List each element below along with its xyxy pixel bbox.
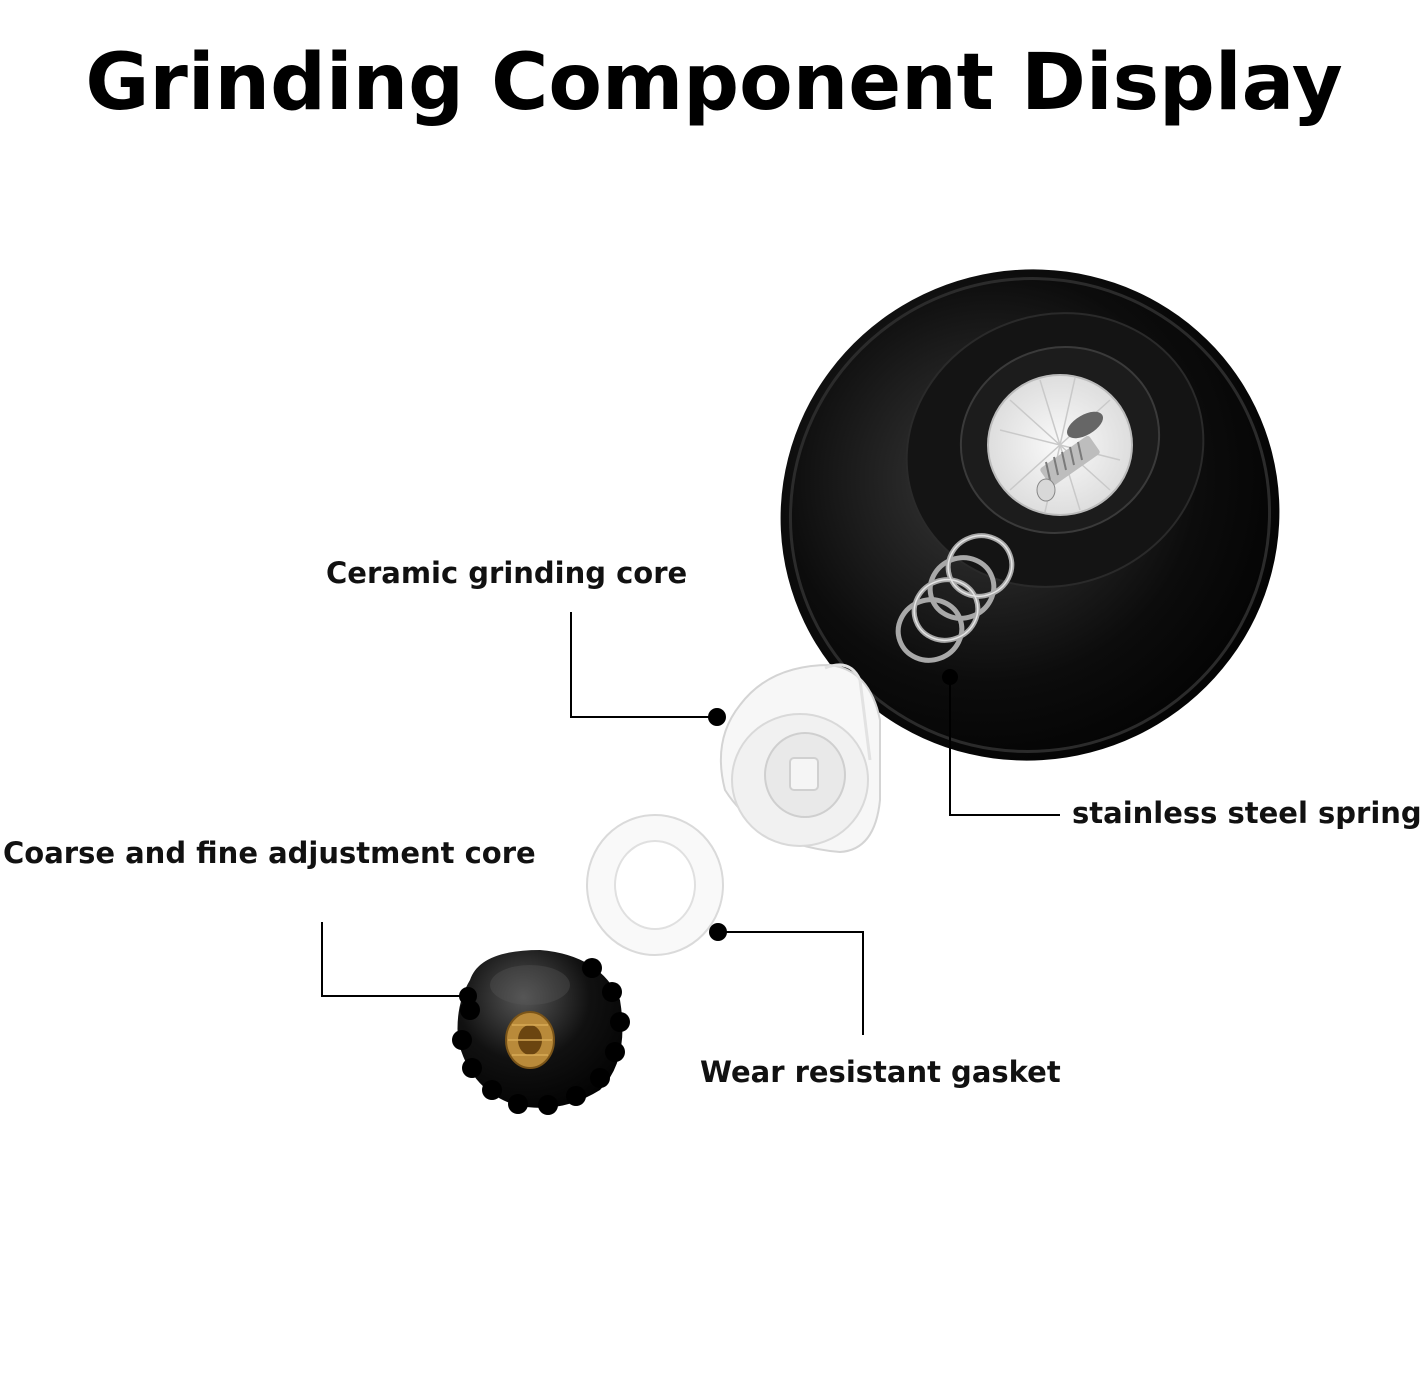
callout-dot-spring: [942, 669, 958, 685]
callout-adjustment-core: [321, 922, 468, 997]
callout-spring: [949, 677, 1060, 816]
callout-gasket: [718, 931, 864, 1035]
inner-burr: [987, 374, 1133, 516]
label-gasket: Wear resistant gasket: [700, 1055, 1061, 1089]
callout-dot-adjustment-core: [459, 987, 477, 1005]
adjustment-knob: [452, 950, 630, 1115]
label-ceramic-core: Ceramic grinding core: [326, 556, 688, 590]
callout-ceramic-core: [570, 612, 717, 718]
threaded-bolt: [1036, 435, 1100, 502]
label-adjustment-core: Coarse and fine adjustment core: [3, 836, 536, 870]
page-title: Grinding Component Display: [85, 38, 1343, 128]
label-spring: stainless steel spring: [1072, 796, 1422, 830]
wear-resistant-gasket: [586, 814, 724, 956]
ceramic-grinding-core: [719, 663, 881, 854]
callout-dot-gasket: [709, 923, 727, 941]
callout-dot-ceramic-core: [708, 708, 726, 726]
